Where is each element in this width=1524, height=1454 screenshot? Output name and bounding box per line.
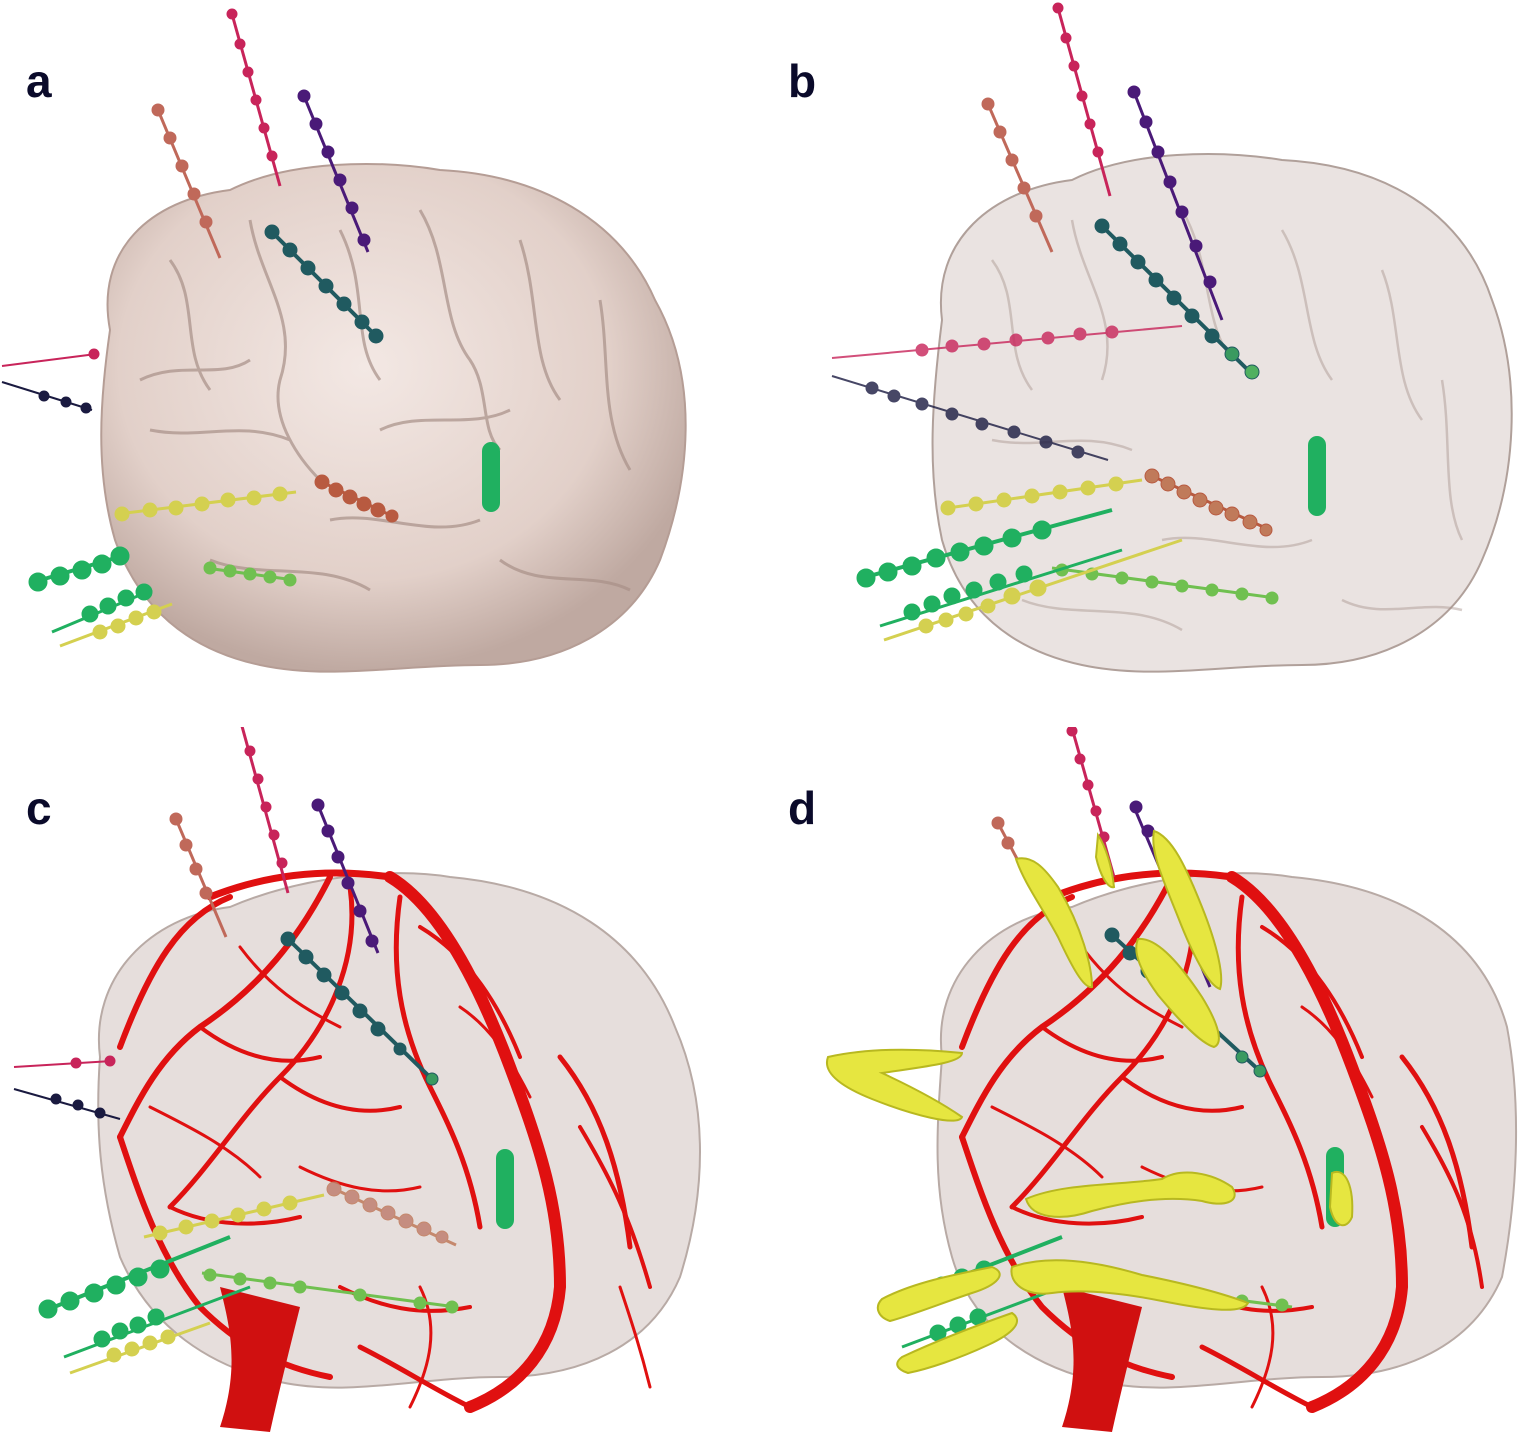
electrode-green-vertical xyxy=(1308,436,1326,516)
electrode-teal xyxy=(264,224,384,344)
brainstem-vessels xyxy=(1062,1287,1142,1432)
gyri-folds xyxy=(139,209,632,592)
electrode-green-vertical xyxy=(496,1149,514,1229)
electrode-salmon xyxy=(151,103,222,259)
electrode-green-vertical xyxy=(482,442,500,512)
brain-surface-transparent xyxy=(97,872,701,1389)
electrode-rust xyxy=(1144,468,1273,537)
panel-label: c xyxy=(26,782,52,834)
electrode-green-1 xyxy=(38,1235,231,1319)
electrode-teal xyxy=(1094,218,1260,380)
brain-render-vessels xyxy=(13,727,701,1432)
electrode-magenta-lateral xyxy=(831,325,1183,359)
electrode-green-2 xyxy=(51,583,153,634)
electrode-lightgreen xyxy=(203,561,297,587)
brainstem-vessels xyxy=(220,1287,300,1432)
brain-surface xyxy=(100,163,687,673)
electrode-navy xyxy=(831,375,1109,461)
panel-label: d xyxy=(788,782,817,834)
electrode-yellow-2 xyxy=(69,1321,211,1375)
brain-render-opaque xyxy=(1,8,687,673)
electrode-yellow-2 xyxy=(59,602,173,648)
electrode-yellow xyxy=(114,486,297,522)
electrode-green-1 xyxy=(856,508,1113,588)
electrode-purple xyxy=(311,798,380,954)
electrode-green-2 xyxy=(879,548,1123,628)
electrode-yellow xyxy=(143,1193,325,1241)
electrode-green-2 xyxy=(63,1285,251,1359)
electrode-green-1 xyxy=(28,546,130,592)
electrode-salmon xyxy=(169,812,228,938)
panel-d: d xyxy=(762,727,1524,1454)
electrode-green-2 xyxy=(901,1285,1063,1349)
electrode-magenta xyxy=(1052,2,1112,197)
electrode-yellow-2 xyxy=(883,538,1183,642)
electrode-rust xyxy=(314,474,399,523)
electrode-yellow xyxy=(940,476,1143,516)
lesion-segmentations xyxy=(825,829,1354,1375)
brain-render-transparent xyxy=(831,2,1513,673)
electrode-salmon xyxy=(981,97,1054,253)
electrode-lightgreen xyxy=(201,1268,459,1314)
panel-b: b xyxy=(762,0,1524,727)
electrode-purple xyxy=(1127,85,1224,321)
panel-label: b xyxy=(788,55,817,107)
electrode-magenta xyxy=(226,8,282,187)
electrode-magenta-lateral xyxy=(1,348,100,367)
electrode-teal xyxy=(280,931,439,1086)
panel-label: a xyxy=(26,55,52,107)
electrode-navy xyxy=(13,1088,121,1120)
brain-render-vessels-lesions xyxy=(825,727,1518,1432)
electrode-magenta xyxy=(240,727,290,894)
electrode-purple xyxy=(297,89,371,253)
panel-a: a xyxy=(0,0,762,727)
electrode-magenta-lateral xyxy=(13,1055,116,1069)
panel-c: c xyxy=(0,727,762,1454)
electrode-lightgreen xyxy=(1051,563,1279,605)
brain-surface-transparent xyxy=(931,153,1513,673)
electrode-rust xyxy=(326,1181,457,1247)
electrode-navy xyxy=(1,381,93,414)
